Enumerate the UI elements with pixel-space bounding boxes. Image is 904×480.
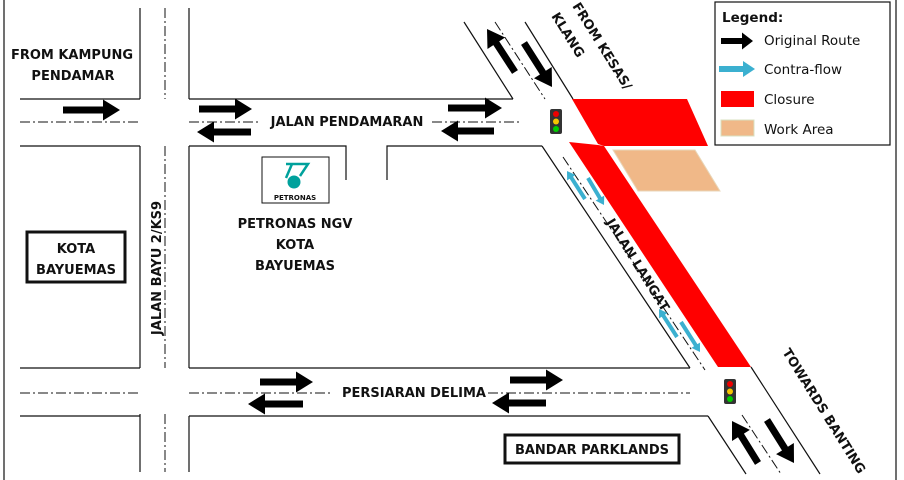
legend-contra-flow-arrow-icon bbox=[719, 61, 755, 77]
contra-flow-arrow-icon bbox=[566, 171, 587, 201]
legend-title: Legend: bbox=[722, 10, 783, 26]
legend-original-route: Original Route bbox=[764, 33, 860, 49]
original-route-arrow-icon bbox=[510, 369, 563, 391]
road-jalan-bayu bbox=[139, 8, 190, 472]
original-route-arrow-icon bbox=[260, 371, 313, 393]
closure-area-jalan-langat bbox=[569, 142, 751, 367]
original-route-arrow-icon bbox=[199, 98, 252, 120]
contra-flow-arrow-icon bbox=[679, 320, 701, 353]
label-from-kampung: FROM KAMPUNG bbox=[11, 48, 133, 63]
original-route-arrow-icon bbox=[448, 97, 502, 119]
label-jalan-pendamaran: JALAN PENDAMARAN bbox=[270, 115, 424, 130]
work-area bbox=[612, 149, 721, 192]
road-persiaran-delima bbox=[20, 367, 708, 417]
original-route-arrow-icon bbox=[441, 120, 494, 142]
kota-bayuemas-box bbox=[25, 230, 127, 284]
contra-flow-arrow-icon bbox=[586, 176, 605, 206]
original-route-arrow-icon bbox=[63, 99, 120, 121]
label-petronas-ngv-2: KOTA bbox=[276, 238, 314, 253]
traffic-light-icon bbox=[550, 109, 562, 134]
original-route-arrow-icon bbox=[248, 393, 303, 415]
original-route-arrow-icon bbox=[492, 392, 546, 414]
legend-closure: Closure bbox=[764, 92, 815, 108]
label-kota-bayuemas-2: BAYUEMAS bbox=[36, 263, 116, 278]
label-jalan-bayu: JALAN BAYU 2/KS9 bbox=[150, 201, 165, 336]
original-route-arrow-icon bbox=[197, 121, 251, 143]
legend-contra-flow: Contra-flow bbox=[764, 62, 842, 78]
original-route-arrow-icon bbox=[486, 28, 518, 74]
petronas-logo: PETRONAS bbox=[261, 156, 330, 204]
traffic-light-icon bbox=[724, 379, 736, 404]
legend-original-route-arrow-icon bbox=[721, 32, 753, 50]
original-route-arrow-icon bbox=[521, 41, 552, 87]
legend: Legend: Original Route Contra-flow Closu… bbox=[714, 1, 891, 146]
label-persiaran-delima: PERSIARAN DELIMA bbox=[342, 386, 486, 401]
legend-work-area: Work Area bbox=[764, 122, 834, 138]
label-kota-bayuemas: KOTA bbox=[57, 242, 95, 257]
closure-area-intersection bbox=[572, 99, 708, 146]
original-route-arrow-icon bbox=[731, 421, 761, 465]
original-route-arrow-icon bbox=[764, 418, 795, 463]
contra-flow-arrow-icon bbox=[658, 309, 679, 339]
legend-work-area-swatch bbox=[720, 119, 755, 137]
road-jalan-pendamaran bbox=[20, 98, 542, 180]
label-from-kampung-2: PENDAMAR bbox=[31, 69, 114, 84]
legend-closure-swatch bbox=[721, 91, 754, 107]
bandar-parklands-box bbox=[503, 433, 681, 465]
road-jalan-langat bbox=[463, 21, 821, 475]
label-petronas-ngv: PETRONAS NGV bbox=[238, 217, 353, 232]
svg-text:PETRONAS: PETRONAS bbox=[274, 194, 316, 202]
label-petronas-ngv-3: BAYUEMAS bbox=[255, 259, 335, 274]
label-bandar-parklands: BANDAR PARKLANDS bbox=[515, 443, 669, 458]
